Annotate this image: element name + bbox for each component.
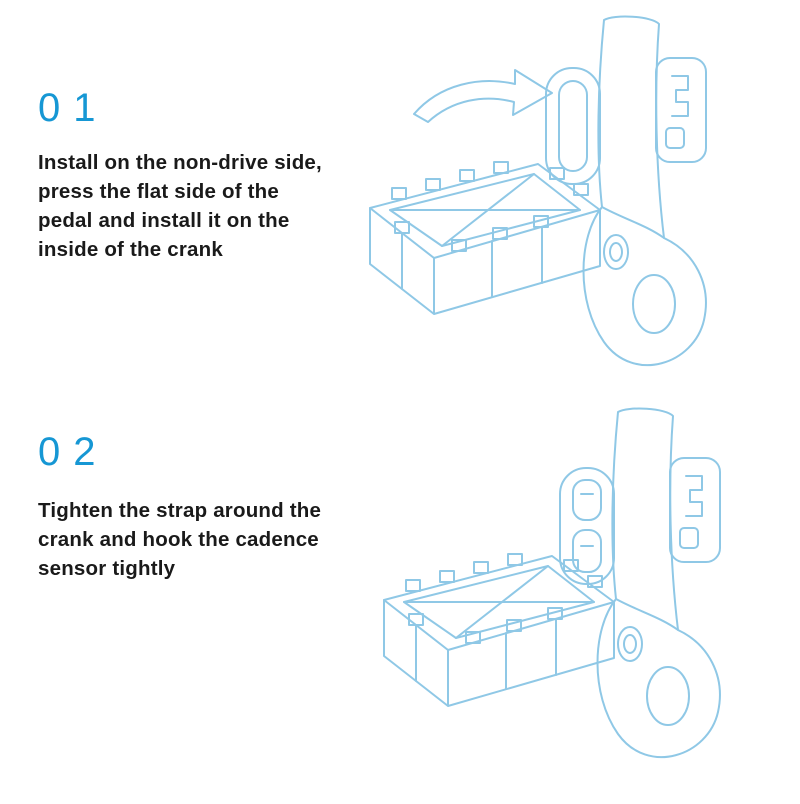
cadence-sensor — [669, 457, 721, 563]
sensor-strap — [559, 467, 615, 585]
step-2-description: Tighten the strap around the crank and h… — [38, 499, 322, 580]
step-1-number: 01 — [38, 86, 109, 130]
sensor-strap — [545, 67, 601, 185]
step-2-number: 02 — [38, 430, 109, 474]
step-1-illustration — [369, 15, 707, 367]
step-2-illustration — [383, 407, 721, 759]
step-1-description: Install on the non-drive side, press the… — [38, 151, 322, 261]
direction-arrow-icon — [413, 69, 553, 123]
cadence-sensor — [655, 57, 707, 163]
